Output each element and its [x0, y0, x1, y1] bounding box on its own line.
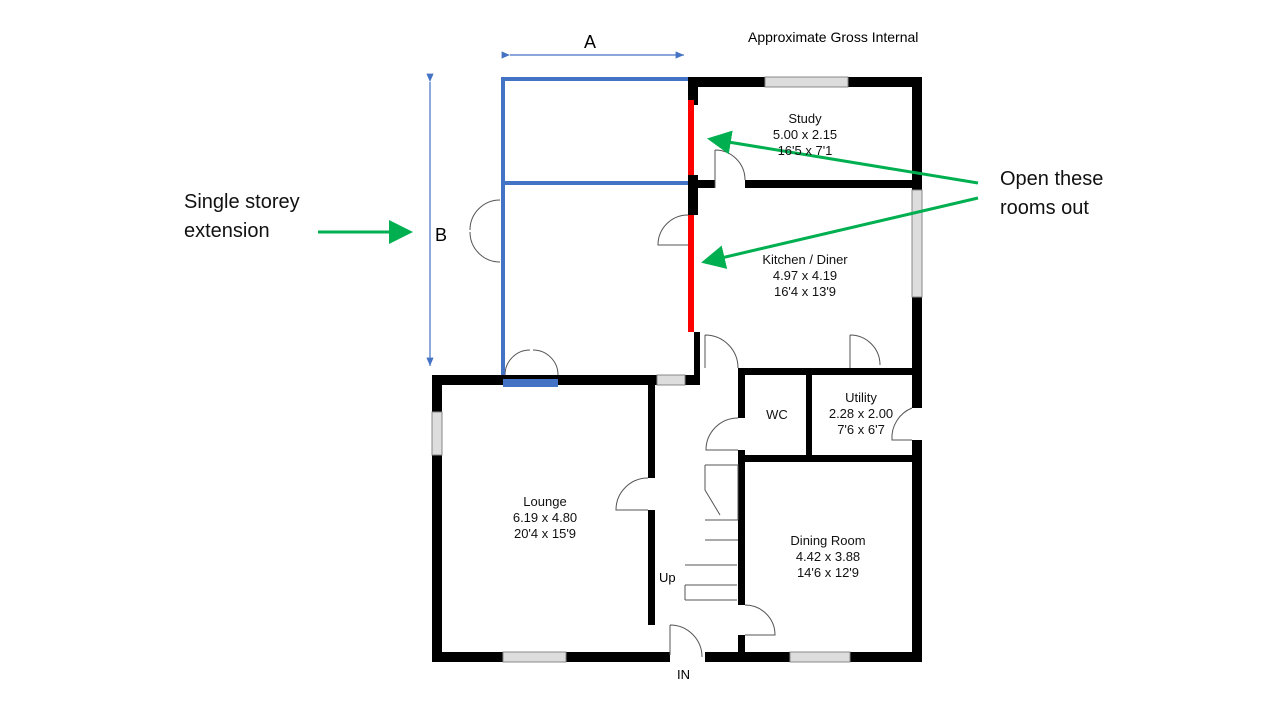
room-name: Study: [788, 111, 822, 126]
room-name: Dining Room: [790, 533, 866, 548]
entrance-label: IN: [677, 667, 690, 682]
kitchen-arrow: [701, 196, 979, 269]
plan-title: Approximate Gross Internal: [748, 29, 919, 45]
annotation-line: Single storey: [184, 191, 300, 213]
room-imperial: 16'4 x 13'9: [773, 284, 837, 299]
annotation-line: Open these: [1000, 168, 1104, 190]
room-metric: 4.97 x 4.19: [772, 268, 838, 283]
room-dining: Dining Room 4.42 x 3.88 14'6 x 12'9: [790, 533, 865, 581]
room-imperial: 16'5 x 7'1: [777, 143, 833, 158]
windows: [431, 76, 923, 663]
study-arrow: [707, 130, 979, 185]
doors: [469, 149, 913, 658]
room-metric: 6.19 x 4.80: [512, 510, 578, 525]
room-metric: 4.42 x 3.88: [795, 549, 861, 564]
room-name: Kitchen / Diner: [762, 252, 848, 267]
room-imperial: 14'6 x 12'9: [796, 565, 860, 580]
room-utility: Utility 2.28 x 2.00 7'6 x 6'7: [829, 390, 893, 438]
room-metric: 5.00 x 2.15: [772, 127, 838, 142]
room-name: WC: [766, 407, 788, 422]
extension-annotation: Single storey extension: [184, 188, 300, 246]
annotation-line: extension: [184, 220, 270, 242]
remove-walls: [688, 100, 694, 332]
room-metric: 2.28 x 2.00: [828, 406, 894, 421]
room-imperial: 20'4 x 15'9: [513, 526, 577, 541]
room-lounge: Lounge 6.19 x 4.80 20'4 x 15'9: [513, 494, 577, 542]
dimension-b-label: B: [435, 225, 448, 245]
room-name: Lounge: [523, 494, 567, 509]
room-study: Study 5.00 x 2.15 16'5 x 7'1: [773, 111, 837, 159]
dimension-a-label: A: [584, 32, 597, 52]
extension-outline: [501, 77, 688, 387]
room-name: Utility: [845, 390, 877, 405]
stairs-up-label: Up: [659, 570, 676, 585]
room-imperial: 7'6 x 6'7: [837, 422, 885, 437]
room-wc: WC: [766, 407, 788, 423]
annotation-line: rooms out: [1000, 197, 1089, 219]
open-rooms-annotation: Open these rooms out: [1000, 165, 1103, 223]
room-kitchen-diner: Kitchen / Diner 4.97 x 4.19 16'4 x 13'9: [762, 252, 847, 300]
